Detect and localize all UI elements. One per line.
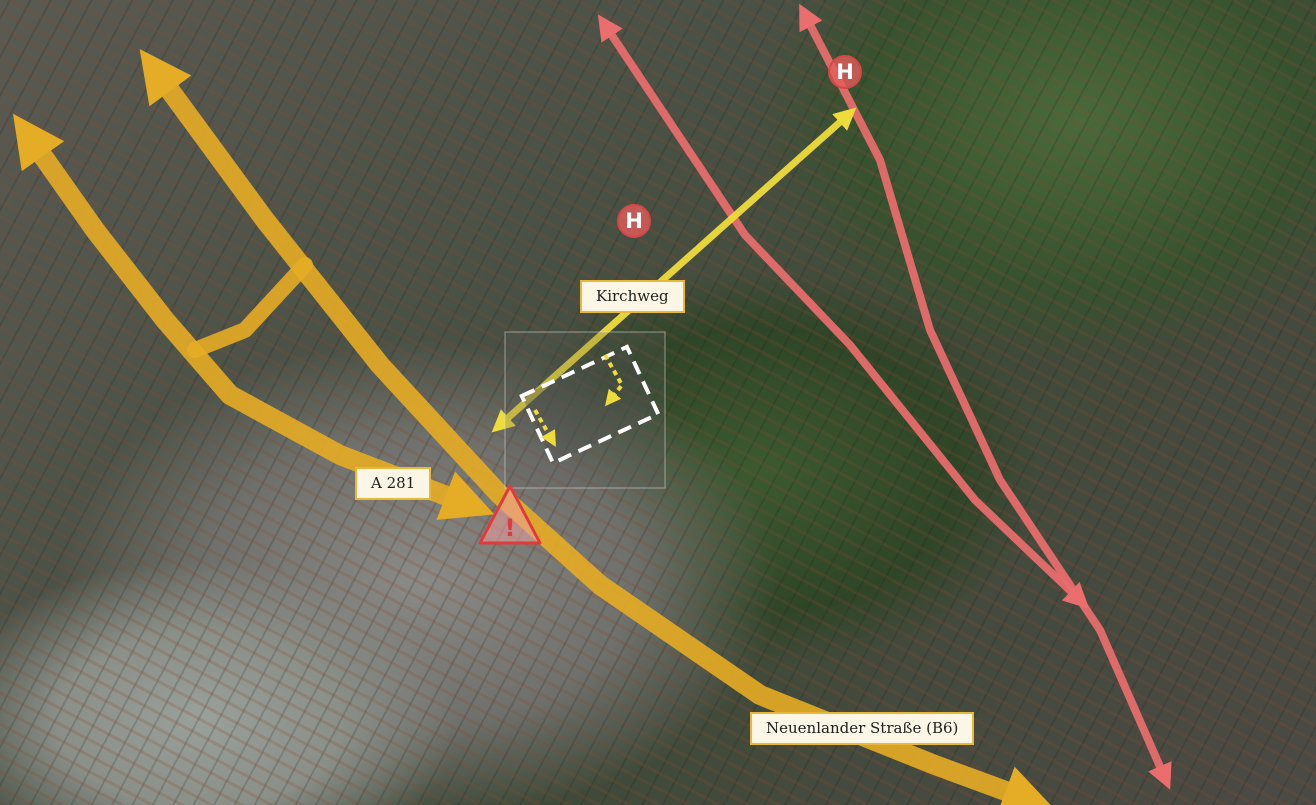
bus-stop-icon[interactable]: H (617, 204, 651, 238)
site-entry-arrow-1 (533, 409, 556, 447)
route-a281-link (187, 257, 313, 358)
label-a281: A 281 (355, 467, 432, 500)
warning-triangle-icon[interactable]: ! (478, 484, 542, 545)
warning-symbol: ! (505, 514, 516, 542)
label-kirchweg: Kirchweg (580, 280, 685, 313)
site-context-frame (504, 331, 666, 489)
label-neuenlander-strasse: Neuenlander Straße (B6) (750, 712, 975, 745)
bus-stop-symbol: H (625, 209, 643, 233)
route-pedestrian-east (799, 3, 1172, 790)
route-kirchweg-access (491, 107, 857, 433)
site-entry-arrow-2 (603, 354, 625, 407)
bus-stop-icon[interactable]: H (828, 55, 862, 89)
bus-stop-symbol: H (836, 60, 854, 84)
